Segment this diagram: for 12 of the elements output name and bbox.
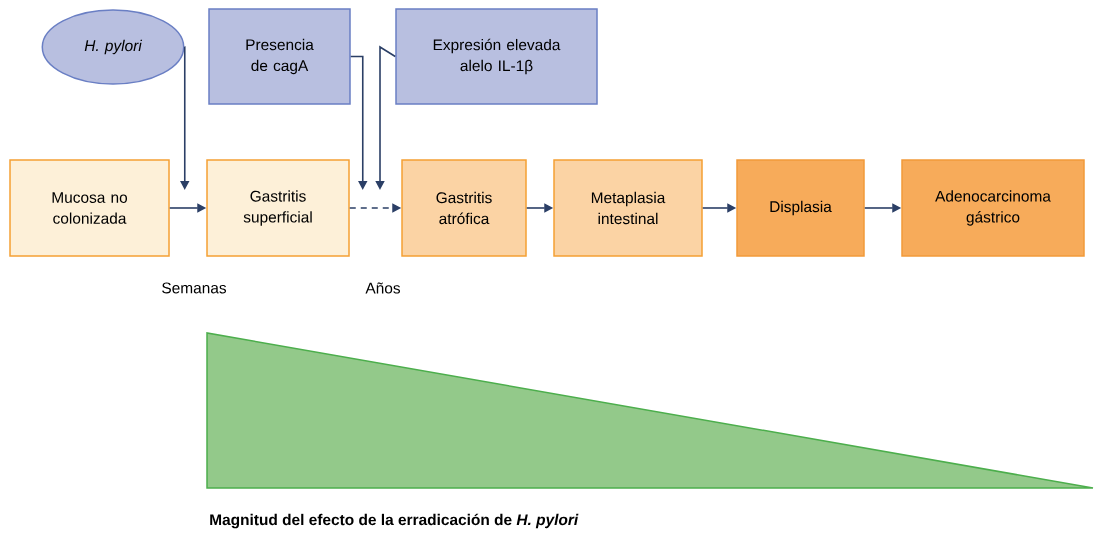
process-box: Mucosa no colonizada: [9, 159, 170, 257]
time-label: Años: [365, 282, 401, 294]
process-box: Gastritis superficial: [206, 159, 350, 257]
process-box: Displasia: [736, 159, 865, 257]
process-box: Adenocarcinoma gástrico: [901, 159, 1085, 257]
time-label: Semanas: [162, 282, 227, 294]
process-box: Expresión elevada alelo IL-1β: [395, 8, 598, 105]
ellipse-node: H. pylori: [41, 9, 185, 85]
process-box: Metaplasia intestinal: [553, 159, 703, 257]
process-box: Presencia de cagA: [208, 8, 351, 105]
caption: Magnitud del efecto de la erradicación de H. pylori: [210, 513, 579, 529]
process-box: Gastritis atrófica: [401, 159, 527, 257]
